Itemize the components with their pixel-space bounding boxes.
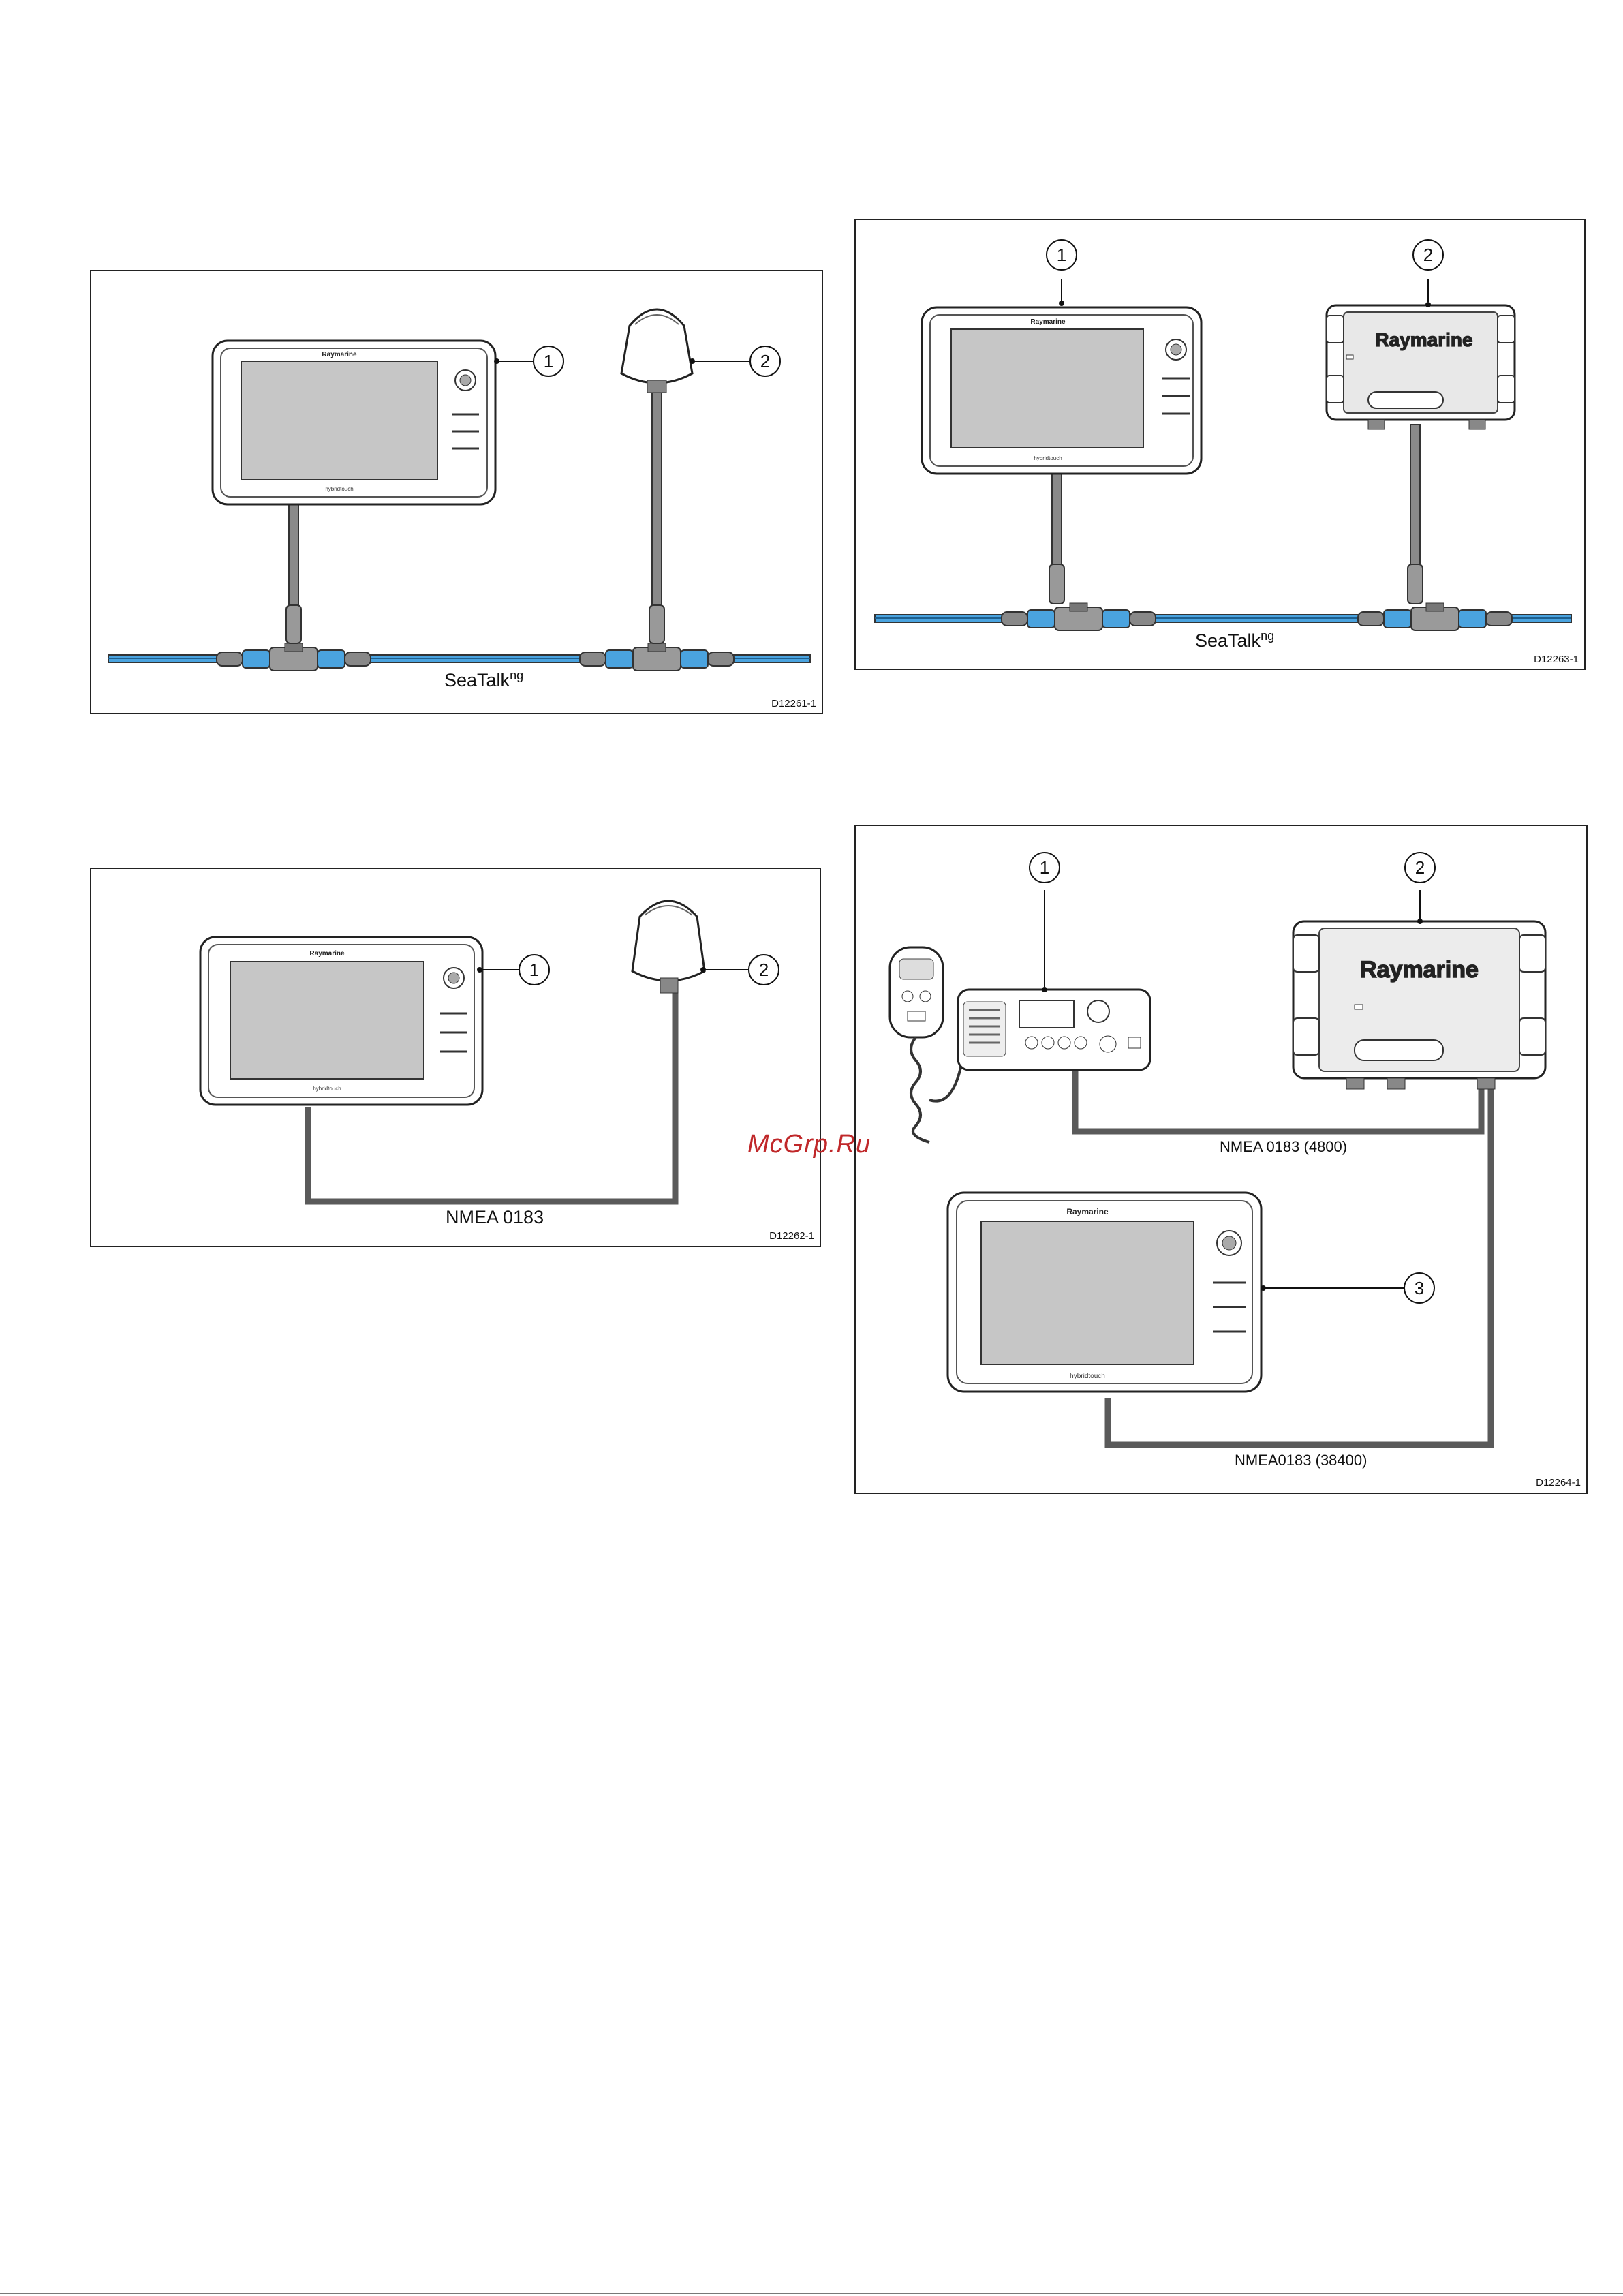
- watermark-text: McGrp.Ru: [747, 1130, 871, 1159]
- callout-3: 3: [1404, 1272, 1435, 1304]
- callout-leader: [1417, 890, 1423, 924]
- display-brand-text: Raymarine: [1030, 318, 1066, 326]
- network-label: NMEA 0183: [446, 1207, 544, 1228]
- diagram-nmea-gps-antenna: Raymarine hybridtouch 1 2 NMEA 0183 D122…: [90, 868, 821, 1247]
- callout-2: 2: [749, 346, 781, 377]
- diagram-seatalk-gps-module: Raymarine hybridtouch Raymarine: [854, 219, 1586, 670]
- callout-1: 1: [1046, 239, 1077, 271]
- network-label: SeaTalkng: [1195, 629, 1274, 652]
- display-sub-brand-text: hybridtouch: [313, 1086, 341, 1092]
- vhf-radio: [958, 990, 1150, 1070]
- spur-cable: [649, 391, 664, 643]
- module-brand-text: Raymarine: [1375, 329, 1472, 350]
- callout-leader: [1425, 279, 1431, 307]
- diagram-artwork: Raymarine hybridtouch Raymarine: [856, 220, 1587, 671]
- figure-id: D12262-1: [769, 1230, 814, 1242]
- display-sub-brand-text: hybridtouch: [325, 486, 353, 492]
- display-sub-brand-text: hybridtouch: [1070, 1373, 1105, 1380]
- callout-leader: [1059, 279, 1064, 306]
- diagram-nmea-vhf-ais-display: Raymarine Raymarine hybridtouch: [854, 825, 1588, 1494]
- ais-receiver-module: Raymarine: [1293, 921, 1545, 1089]
- display-brand-text: Raymarine: [322, 351, 357, 358]
- callout-leader: [690, 358, 750, 364]
- diagram-seatalk-gps-antenna: Raymarine hybridtouch 1 2 SeaTalkng D122…: [90, 270, 823, 714]
- display-sub-brand-text: hybridtouch: [1034, 455, 1062, 461]
- link-label-4800: NMEA 0183 (4800): [1220, 1138, 1347, 1156]
- multifunction-display: Raymarine hybridtouch: [213, 341, 495, 504]
- figure-id: D12263-1: [1534, 654, 1579, 665]
- t-piece-connector: [217, 643, 371, 671]
- callout-2: 2: [1412, 239, 1444, 271]
- callout-1: 1: [1029, 852, 1060, 883]
- spur-cable: [1408, 425, 1423, 604]
- figure-id: D12261-1: [771, 698, 816, 709]
- figure-id: D12264-1: [1536, 1477, 1581, 1488]
- spur-cable: [286, 503, 301, 643]
- link-label-38400: NMEA0183 (38400): [1235, 1452, 1367, 1469]
- t-piece-connector: [1002, 603, 1156, 630]
- page-bottom-rule: [0, 2293, 1623, 2294]
- multifunction-display: Raymarine hybridtouch: [922, 307, 1201, 474]
- display-brand-text: Raymarine: [1066, 1207, 1109, 1216]
- diagram-artwork: Raymarine hybridtouch: [91, 869, 822, 1249]
- t-piece-connector: [1358, 603, 1512, 630]
- nmea-cable-4800: [1075, 1071, 1481, 1131]
- callout-2: 2: [1404, 852, 1436, 883]
- module-brand-text: Raymarine: [1360, 957, 1479, 983]
- diagram-artwork: Raymarine hybridtouch: [91, 271, 824, 716]
- callout-2: 2: [748, 954, 779, 985]
- t-piece-connector: [580, 643, 734, 671]
- multifunction-display: Raymarine hybridtouch: [200, 937, 482, 1105]
- callout-leader: [700, 967, 749, 973]
- gps-receiver-module: Raymarine: [1327, 305, 1515, 429]
- display-brand-text: Raymarine: [309, 950, 345, 958]
- gps-antenna: [632, 901, 705, 993]
- callout-1: 1: [533, 346, 564, 377]
- callout-leader: [1042, 890, 1047, 992]
- gps-antenna: [621, 309, 692, 393]
- network-label: SeaTalkng: [444, 669, 523, 691]
- diagram-artwork: Raymarine Raymarine hybridtouch: [856, 826, 1589, 1495]
- callout-leader: [494, 358, 534, 364]
- callout-1: 1: [519, 954, 550, 985]
- spur-cable: [1049, 472, 1064, 604]
- multifunction-display: Raymarine hybridtouch: [948, 1193, 1261, 1392]
- callout-leader: [1261, 1285, 1404, 1291]
